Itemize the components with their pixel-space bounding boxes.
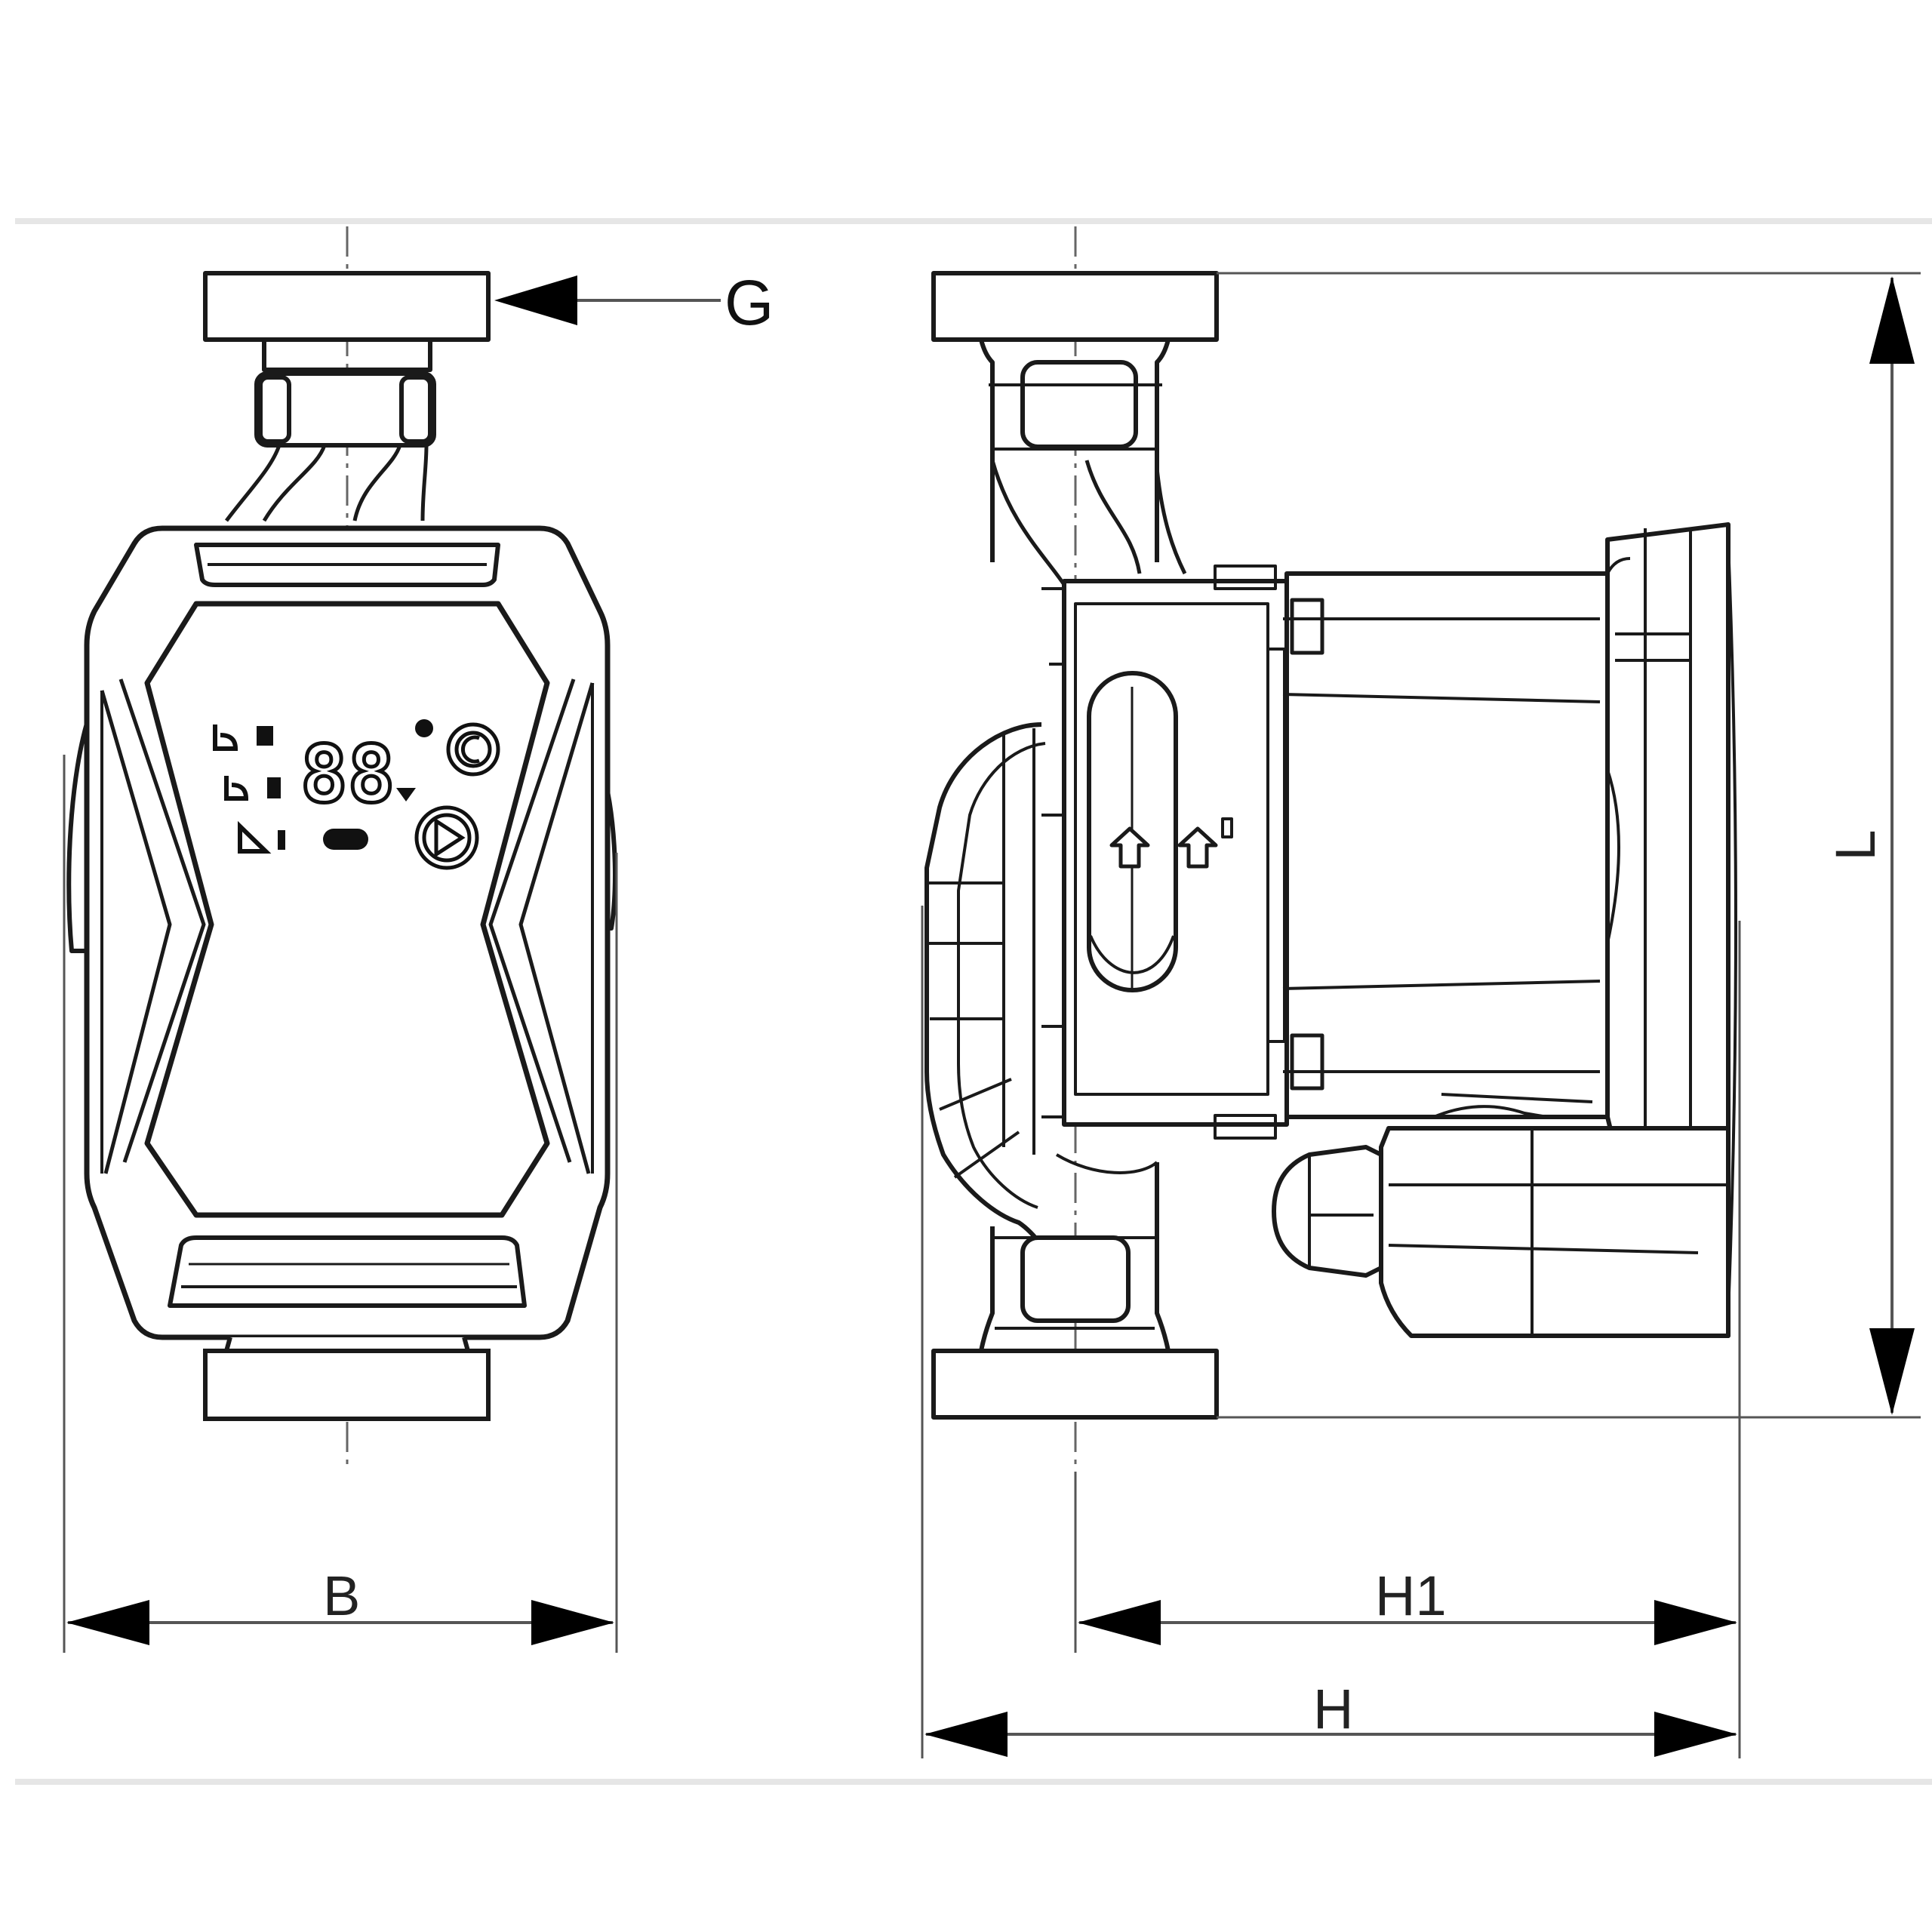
side-bottom-flange xyxy=(931,1349,1219,1420)
heating-mode-icon xyxy=(213,724,272,854)
front-volute xyxy=(225,445,429,522)
control-panel-icons: 88 xyxy=(213,719,500,870)
h1-label: H1 xyxy=(1375,1564,1447,1627)
night-mode-icon[interactable] xyxy=(446,722,500,777)
drop-indicator-icon xyxy=(396,788,416,801)
b-arrow-right xyxy=(531,1600,614,1645)
l-dimension: L xyxy=(1217,272,1921,1419)
side-top-flange xyxy=(931,271,1219,342)
front-top-flange xyxy=(203,271,491,342)
side-upper-pipe xyxy=(979,339,1171,562)
level-indicator-3 xyxy=(278,830,285,850)
g-arrow xyxy=(494,275,577,325)
front-top-neck xyxy=(262,340,432,372)
h-dimension: H xyxy=(921,906,1737,1758)
level-indicator-1 xyxy=(257,726,273,746)
front-bottom-flange xyxy=(203,1349,491,1421)
status-led xyxy=(415,719,433,737)
h1-arrow-left xyxy=(1078,1600,1161,1645)
lcd-display: 88 xyxy=(300,728,395,820)
side-terminal-box xyxy=(1379,1126,1730,1338)
b-arrow-left xyxy=(66,1600,149,1645)
flow-direction-arrow-icon xyxy=(1109,817,1233,869)
side-lower-pipe xyxy=(979,1162,1171,1352)
front-bottom-fitting xyxy=(203,1337,491,1421)
l-arrow-top xyxy=(1869,276,1915,364)
h1-arrow-right xyxy=(1654,1600,1737,1645)
mode-button-icon[interactable] xyxy=(414,805,479,870)
side-volute xyxy=(924,722,1044,1247)
g-callout: G xyxy=(494,267,774,338)
side-view xyxy=(924,226,1737,1653)
h-arrow-left xyxy=(924,1712,1008,1757)
b-dimension: B xyxy=(63,755,618,1653)
l-arrow-bottom xyxy=(1869,1328,1915,1415)
front-control-panel xyxy=(144,601,550,1218)
level-indicator-2 xyxy=(267,777,281,798)
side-motor-stator xyxy=(1284,571,1610,1119)
g-label: G xyxy=(724,267,774,338)
h1-dimension: H1 xyxy=(1074,921,1741,1758)
h-label: H xyxy=(1313,1678,1353,1740)
l-label: L xyxy=(1824,829,1887,860)
h-arrow-right xyxy=(1654,1712,1737,1757)
b-label: B xyxy=(323,1564,360,1627)
front-bottom-vent xyxy=(168,1235,527,1308)
led-bar xyxy=(323,829,368,850)
side-cable-gland[interactable] xyxy=(1272,1145,1383,1278)
front-top-nut xyxy=(254,371,436,448)
